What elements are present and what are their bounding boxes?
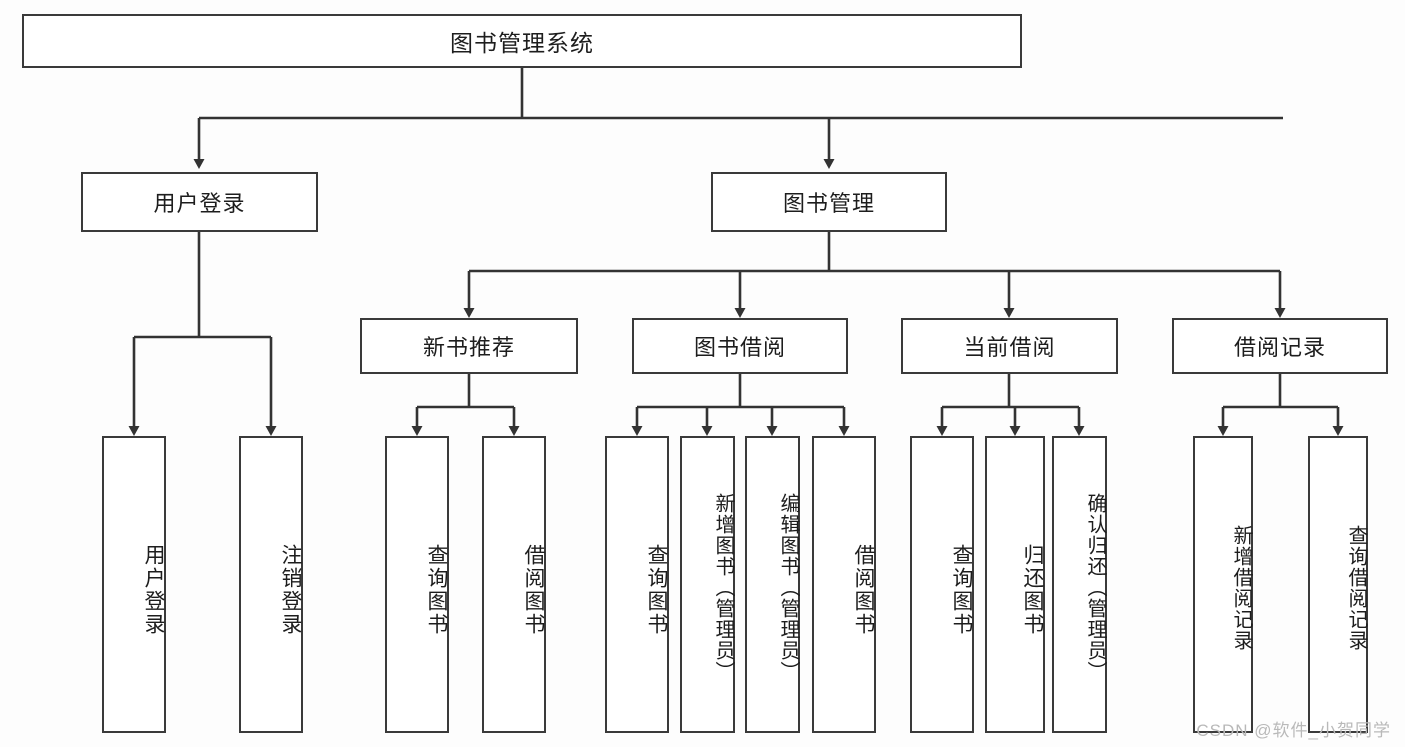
node-borrow-record[interactable]: 借阅记录 [1172, 318, 1388, 374]
leaf-query-borrow-record[interactable]: 查询借阅记录 [1308, 436, 1368, 733]
leaf-logout[interactable]: 注销登录 [239, 436, 303, 733]
leaf-query-book-recommend[interactable]: 查询图书 [385, 436, 449, 733]
leaf-user-login[interactable]: 用户登录 [102, 436, 166, 733]
node-current-borrow[interactable]: 当前借阅 [901, 318, 1118, 374]
leaf-return-book[interactable]: 归还图书 [985, 436, 1045, 733]
leaf-borrow-book-recommend[interactable]: 借阅图书 [482, 436, 546, 733]
leaf-edit-book-admin[interactable]: 编辑图书（管理员） [745, 436, 800, 733]
node-new-book-recommend[interactable]: 新书推荐 [360, 318, 578, 374]
leaf-confirm-return-admin[interactable]: 确认归还（管理员） [1052, 436, 1107, 733]
node-book-borrow[interactable]: 图书借阅 [632, 318, 848, 374]
leaf-add-borrow-record[interactable]: 新增借阅记录 [1193, 436, 1253, 733]
node-book-manage[interactable]: 图书管理 [711, 172, 947, 232]
leaf-add-book-admin[interactable]: 新增图书（管理员） [680, 436, 735, 733]
node-user-login[interactable]: 用户登录 [81, 172, 318, 232]
leaf-query-book-borrow[interactable]: 查询图书 [605, 436, 669, 733]
leaf-query-book-current[interactable]: 查询图书 [910, 436, 974, 733]
node-root[interactable]: 图书管理系统 [22, 14, 1022, 68]
leaf-borrow-book[interactable]: 借阅图书 [812, 436, 876, 733]
